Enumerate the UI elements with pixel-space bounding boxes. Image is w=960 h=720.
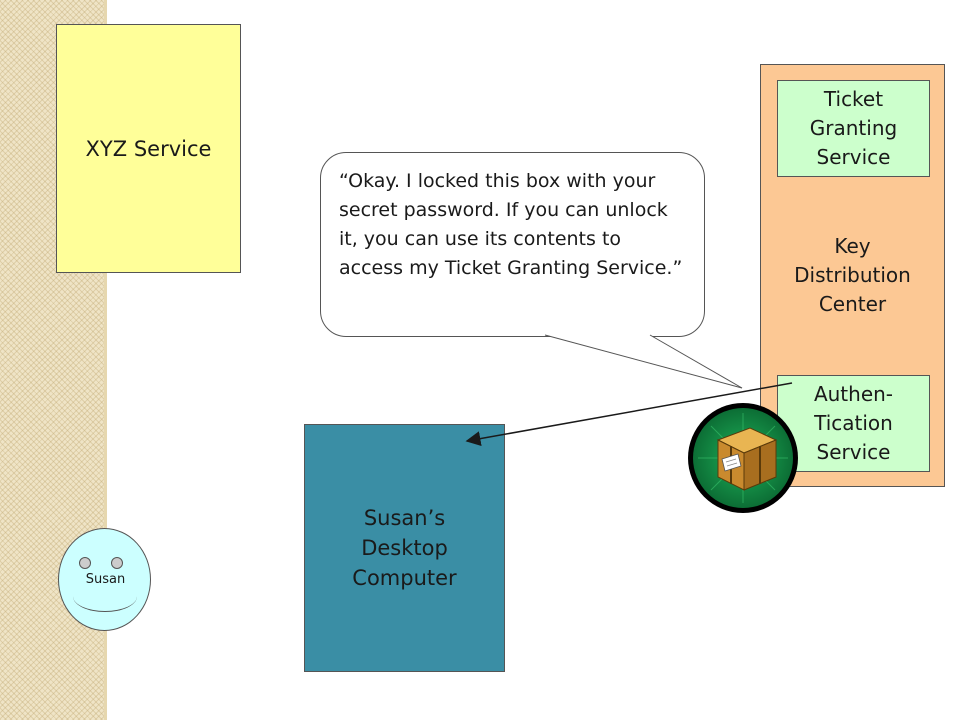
desktop-computer-box: Susan’s Desktop Computer bbox=[304, 424, 505, 672]
xyz-service-label: XYZ Service bbox=[85, 136, 212, 161]
desktop-label: Susan’s Desktop Computer bbox=[352, 506, 457, 590]
kdc-label: Key Distribution Center bbox=[794, 234, 911, 316]
authentication-service-box: Authen- Tication Service bbox=[777, 375, 930, 472]
tgs-label: Ticket Granting Service bbox=[809, 87, 898, 169]
left-eye-icon bbox=[79, 557, 91, 569]
speech-bubble bbox=[320, 152, 705, 337]
speech-bubble-tail bbox=[544, 334, 743, 389]
susan-face: Susan bbox=[58, 528, 151, 631]
ticket-granting-service-box: Ticket Granting Service bbox=[777, 80, 930, 177]
ticket-arrow bbox=[465, 382, 793, 447]
right-eye-icon bbox=[111, 557, 123, 569]
strip-edge bbox=[104, 0, 107, 720]
auth-label: Authen- Tication Service bbox=[813, 382, 894, 464]
locked-package-icon bbox=[688, 403, 798, 513]
speech-bubble-text: “Okay. I locked this box with your secre… bbox=[339, 170, 683, 279]
mouth-icon bbox=[73, 581, 137, 612]
xyz-service-box: XYZ Service bbox=[56, 24, 241, 273]
